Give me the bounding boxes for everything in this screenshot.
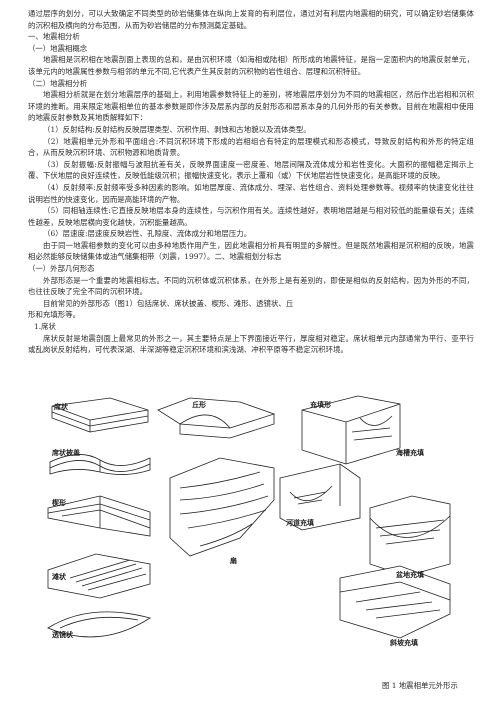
seismic-facies-figure: 席状 丘形 席状披盖 楔形 滩状 透镜状 充填形 海槽充填 河道充填 盆地充填 … xyxy=(40,388,458,658)
label-wedge: 楔形 xyxy=(52,499,66,507)
figure-caption: 图 1 地震相单元外形示 xyxy=(382,681,458,690)
subsection-heading-concept: （一）地震相概念 xyxy=(28,43,88,53)
label-slope-fill: 斜坡充填 xyxy=(390,639,418,647)
sheet-heading: 1.席状 xyxy=(34,322,56,332)
param-3-paragraph: （3）反射振幅:反射振幅与波阻抗差有关，反映界面速度一密度差、地层间隔及流体成分… xyxy=(28,159,474,181)
lens-shape xyxy=(47,611,151,638)
slope-fill-shape xyxy=(339,565,451,639)
label-sheet: 席状 xyxy=(54,403,68,411)
label-channel-fill: 河道充填 xyxy=(286,519,314,527)
channel-fill-shape xyxy=(279,463,361,531)
subsection-heading-analysis: （二）地震相分析 xyxy=(28,78,88,88)
param-6-paragraph: （6）层速度:层速度反映岩性、孔隙度、流体成分和地层压力。 xyxy=(43,229,252,239)
label-mound: 丘形 xyxy=(192,401,206,409)
trough-fill-shape xyxy=(301,395,401,465)
mound-shape xyxy=(157,397,276,439)
wedge-shape xyxy=(47,495,151,537)
sheet-shape xyxy=(51,397,149,433)
label-lens: 透镜状 xyxy=(52,631,73,639)
section-heading-1: 一、地震相分析 xyxy=(28,32,80,42)
geometry-paragraph: 外部形态是一个重要的地震相标志。不同的沉积体或沉积体系，在外形上是有差别的，即使… xyxy=(28,275,474,297)
param-5-paragraph: （5）同相轴连续性:它直接反映地层本身的连续性，与沉积作用有关。连续性越好，表明… xyxy=(28,206,474,227)
subsection-heading-geometry: （一）外部几何形态 xyxy=(28,264,95,274)
multisolution-paragraph: 由于同一地震相参数的变化可以由多种地质作用产生，因此地震相分析具有明显的多解性。… xyxy=(28,240,474,262)
param-1-paragraph: （1）反射结构:反射结构反映层理类型、沉积作用、剥蚀和古地貌以及流体类型。 xyxy=(43,124,311,134)
shapes-paragraph-cont: 形和充填形等。 xyxy=(28,310,81,320)
label-sheet-drape: 席状披盖 xyxy=(52,449,80,457)
label-fill: 充填形 xyxy=(310,401,331,409)
label-trough-fill: 海槽充填 xyxy=(396,449,424,457)
label-fan: 扇 xyxy=(230,557,237,565)
figure-drawing xyxy=(47,395,451,639)
bank-shape xyxy=(47,553,151,599)
shapes-paragraph: 目前常见的外部形态（图1）包括席状、席状披盖、楔形、滩形、透镜状、丘 xyxy=(43,298,294,308)
basin-fill-shape xyxy=(369,495,451,577)
param-4-paragraph: （4）反射频率:反射频率受多种因素的影响。如地层厚度、流体成分、埋深、岩性组合、… xyxy=(28,182,474,204)
label-basin-fill: 盆地充填 xyxy=(396,571,424,579)
param-2-paragraph: （2）地震相单元外形和平面组合:不同沉积环境下形成的岩相组合有特定的层理模式和形… xyxy=(28,136,474,158)
concept-paragraph: 地震相是沉积相在地震剖面上表现的总和，是由沉积环境（如海相或陆相）所形成的地震特… xyxy=(28,55,474,76)
document-page: 通过层序的划分，可以大致确定不同类型的砂岩储集体在纵向上发育的有利层位，通过对有… xyxy=(28,8,474,356)
sheet-paragraph: 席状反射是地震剖面上最常见的外形之一，其主要特点是上下界面接近平行，厚度相对稳定… xyxy=(28,333,474,355)
sheet-drape-shape xyxy=(49,454,151,475)
fan-shape xyxy=(169,457,275,557)
analysis-paragraph: 地震相分析就是在划分地震层序的基础上，利用地震参数特征上的差别，将地震层序划分为… xyxy=(28,90,474,123)
label-bank: 滩状 xyxy=(52,573,66,581)
intro-paragraph: 通过层序的划分，可以大致确定不同类型的砂岩储集体在纵向上发育的有利层位，通过对有… xyxy=(28,9,474,30)
